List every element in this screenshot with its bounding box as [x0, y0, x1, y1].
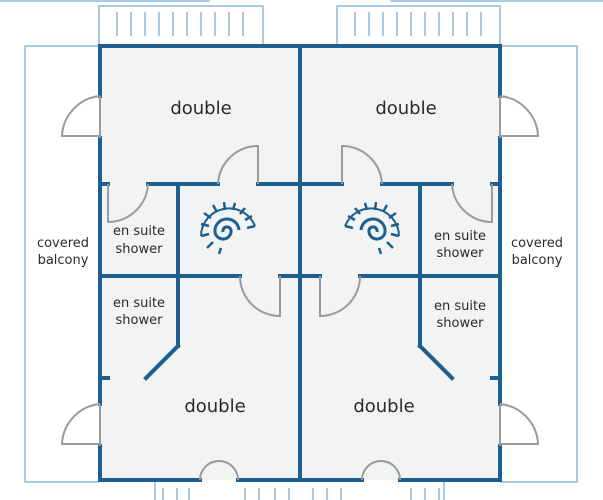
- ensuite-label-lower-right-1: en suite: [434, 299, 486, 314]
- balcony-label-right-2: balcony: [512, 253, 563, 268]
- ensuite-label-upper-left-2: shower: [116, 242, 164, 257]
- balcony-label-right-1: covered: [511, 236, 563, 251]
- balcony-label-left-2: balcony: [38, 253, 89, 268]
- door-left-bottom: [60, 403, 101, 446]
- door-right-bottom: [499, 403, 540, 446]
- door-stair-right: [341, 144, 383, 185]
- top-left-railing: [98, 5, 264, 46]
- left-balcony-outline: [24, 45, 99, 483]
- right-balcony-outline: [500, 45, 578, 483]
- ensuite-label-lower-left-2: shower: [116, 313, 164, 328]
- door-stair-left-lower: [239, 275, 281, 318]
- doors: [60, 95, 540, 481]
- ensuite-label-upper-right-2: shower: [437, 246, 485, 261]
- ensuite-label-upper-right-1: en suite: [434, 229, 486, 244]
- ensuite-label-lower-left-1: en suite: [113, 296, 165, 311]
- door-ensuite-ur: [451, 183, 493, 224]
- door-bottom-left: [199, 460, 239, 481]
- ensuite-label-lower-right-2: shower: [437, 316, 485, 331]
- spiral-staircase-icon: [344, 201, 400, 255]
- room-label-top-right: double: [375, 98, 436, 119]
- balcony-label-left-1: covered: [37, 236, 89, 251]
- top-right-railing: [336, 5, 501, 46]
- door-stair-right-lower: [319, 275, 361, 318]
- room-label-top-left: double: [170, 98, 231, 119]
- door-ensuite-ul: [107, 183, 149, 224]
- door-right-top: [499, 95, 540, 138]
- room-label-bottom-right: double: [353, 396, 414, 417]
- door-left-top: [60, 95, 101, 138]
- ensuite-label-upper-left-1: en suite: [113, 224, 165, 239]
- spiral-staircase-icon: [200, 201, 256, 255]
- door-bottom-right: [361, 460, 401, 481]
- walls: [98, 44, 502, 482]
- balusters: [116, 12, 482, 500]
- door-stair-left: [217, 144, 259, 185]
- room-label-bottom-left: double: [184, 396, 245, 417]
